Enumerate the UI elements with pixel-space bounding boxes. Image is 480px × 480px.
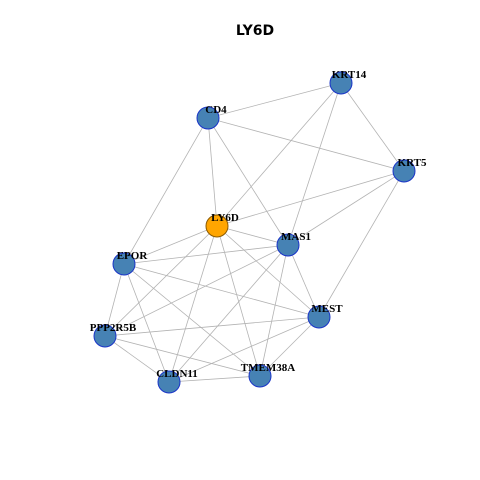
- edge-epor-cldn11: [123, 263, 170, 383]
- node-label-krt14: KRT14: [332, 69, 367, 81]
- node-circle-krt5: [392, 159, 416, 183]
- node-label-krt5: KRT5: [398, 157, 427, 169]
- edge-cd4-epor: [123, 117, 209, 265]
- node-cldn11: CLDN11: [156, 368, 198, 394]
- edge-krt14-mas1: [287, 82, 342, 246]
- edge-mas1-epor: [123, 244, 289, 265]
- edge-krt5-ly6d: [216, 170, 405, 227]
- edge-mest-ppp2r5b: [104, 316, 320, 337]
- edge-mas1-cldn11: [168, 244, 289, 383]
- node-circle-ppp2r5b: [93, 324, 117, 348]
- edge-krt5-mas1: [287, 170, 405, 246]
- node-tmem38a: TMEM38A: [241, 362, 295, 388]
- node-label-tmem38a: TMEM38A: [241, 362, 295, 374]
- node-label-cd4: CD4: [205, 104, 227, 116]
- node-cd4: CD4: [196, 104, 227, 130]
- edge-cd4-krt14: [207, 82, 342, 119]
- node-circle-tmem38a: [248, 364, 272, 388]
- node-circle-cldn11: [157, 370, 181, 394]
- node-ly6d: LY6D: [205, 212, 239, 238]
- edge-ly6d-cldn11: [168, 225, 218, 383]
- edge-krt5-mest: [318, 170, 405, 318]
- edge-mas1-tmem38a: [259, 244, 289, 377]
- edge-ly6d-tmem38a: [216, 225, 261, 377]
- node-circle-cd4: [196, 106, 220, 130]
- node-krt14: KRT14: [329, 69, 367, 95]
- edge-ppp2r5b-cldn11: [104, 335, 170, 383]
- node-circle-mest: [307, 305, 331, 329]
- node-label-epor: EPOR: [117, 250, 149, 262]
- node-ppp2r5b: PPP2R5B: [90, 322, 137, 348]
- edge-ppp2r5b-tmem38a: [104, 335, 261, 377]
- node-epor: EPOR: [112, 250, 149, 276]
- edge-epor-mest: [123, 263, 320, 318]
- node-circle-ly6d: [205, 214, 229, 238]
- edge-ly6d-ppp2r5b: [104, 225, 218, 337]
- node-label-mest: MEST: [311, 303, 343, 315]
- edge-mas1-mest: [287, 244, 320, 318]
- edge-ly6d-mest: [216, 225, 320, 318]
- edge-ly6d-epor: [123, 225, 218, 265]
- edge-mest-tmem38a: [259, 316, 320, 377]
- node-mest: MEST: [307, 303, 343, 329]
- edge-mas1-ppp2r5b: [104, 244, 289, 337]
- edge-cd4-krt5: [207, 117, 405, 172]
- node-label-ly6d: LY6D: [211, 212, 239, 224]
- edge-mest-cldn11: [168, 316, 320, 383]
- node-circle-krt14: [329, 71, 353, 95]
- node-mas1: MAS1: [276, 231, 311, 257]
- edge-krt14-krt5: [340, 82, 405, 172]
- edge-cldn11-tmem38a: [168, 375, 261, 383]
- edge-ly6d-mas1: [216, 225, 289, 246]
- node-label-ppp2r5b: PPP2R5B: [90, 322, 137, 334]
- edge-epor-ppp2r5b: [104, 263, 125, 337]
- edge-epor-tmem38a: [123, 263, 261, 377]
- edge-layer: [104, 82, 405, 383]
- edge-krt14-ly6d: [216, 82, 342, 227]
- diagram-title: LY6D: [236, 23, 274, 39]
- node-label-cldn11: CLDN11: [156, 368, 198, 380]
- node-circle-mas1: [276, 233, 300, 257]
- node-krt5: KRT5: [392, 157, 427, 183]
- edge-cd4-mas1: [207, 117, 289, 246]
- node-circle-epor: [112, 252, 136, 276]
- node-label-mas1: MAS1: [281, 231, 311, 243]
- edge-cd4-ly6d: [207, 117, 218, 227]
